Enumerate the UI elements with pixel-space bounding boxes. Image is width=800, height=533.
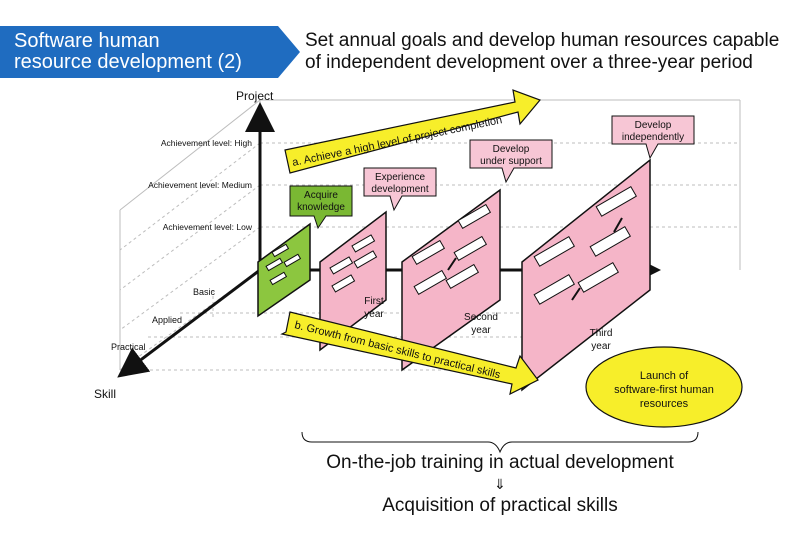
launch-line2: software-first human (614, 384, 714, 396)
callout-support-line1: Develop (493, 144, 530, 155)
callout-experience-line2: development (371, 184, 428, 195)
panel-second-year (401, 188, 501, 372)
header-line1: Set annual goals and develop human resou… (305, 30, 780, 51)
bottom-line1: On-the-job training in actual developmen… (326, 452, 674, 473)
callout-develop-under-support: Develop under support (469, 139, 553, 184)
header-description: Set annual goals and develop human resou… (305, 30, 795, 74)
first-year-label-line1: First (364, 296, 384, 307)
callout-acquire-line2: knowledge (297, 202, 345, 213)
second-year-label-line2: year (471, 325, 491, 336)
callout-develop-independently: Develop independently (611, 115, 695, 160)
callout-independent-line2: independently (622, 132, 684, 143)
banner-title: Software human resource development (2) (14, 31, 294, 73)
skill-axis (117, 268, 261, 378)
launch-line1: Launch of (640, 370, 689, 382)
launch-ellipse: Launch of software-first human resources (585, 346, 743, 428)
callout-acquire-line1: Acquire (304, 190, 338, 201)
second-year-label-line1: Second (464, 312, 498, 323)
panel-acquire-knowledge (257, 222, 311, 318)
callout-experience-line1: Experience (375, 172, 425, 183)
banner-title-line1: Software human (14, 30, 160, 52)
achievement-high-label: Achievement level: High (161, 138, 252, 148)
header-line2: of independent development over a three-… (305, 52, 753, 73)
third-year-label-line2: year (591, 341, 611, 352)
skill-practical-label: Practical (111, 342, 146, 352)
panel-third-year (521, 158, 651, 392)
third-year-label-line1: Third (590, 328, 613, 339)
callout-acquire-knowledge: Acquire knowledge (289, 185, 353, 230)
skill-basic-label: Basic (193, 287, 216, 297)
callout-experience-development: Experience development (363, 167, 437, 212)
title-banner (0, 26, 300, 78)
curly-brace (301, 431, 699, 454)
skill-applied-label: Applied (152, 315, 182, 325)
callout-independent-line1: Develop (635, 120, 672, 131)
callout-support-line2: under support (480, 156, 542, 167)
down-arrow-icon: ⇓ (494, 476, 506, 492)
project-axis-label: Project (236, 89, 274, 103)
bottom-line2: Acquisition of practical skills (382, 495, 618, 516)
panel-first-year (319, 210, 387, 352)
launch-line3: resources (640, 398, 689, 410)
first-year-label-line2: year (364, 309, 384, 320)
skill-axis-label: Skill (94, 387, 116, 401)
achievement-medium-label: Achievement level: Medium (148, 180, 252, 190)
banner-title-line2: resource development (2) (14, 51, 242, 73)
achievement-low-label: Achievement level: Low (163, 222, 253, 232)
